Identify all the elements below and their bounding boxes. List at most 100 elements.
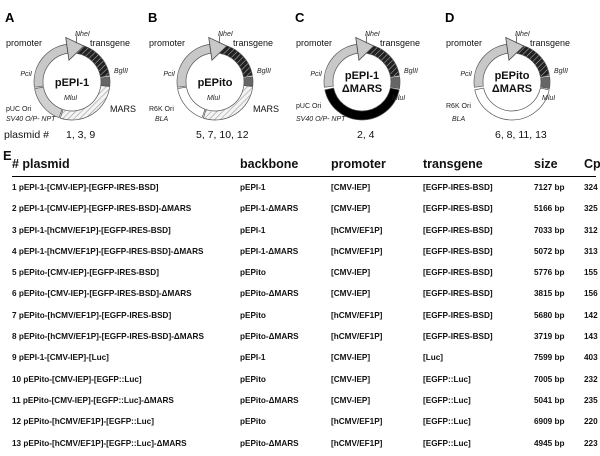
plasmid-numbers-a: 1, 3, 9 [66, 129, 96, 141]
cell-plasmid: 1 pEPI-1-[CMV-IEP]-[EGFP-IRES-BSD] [12, 183, 159, 192]
cell-backbone: pEPI-1 [240, 183, 266, 192]
header-backbone: backbone [240, 157, 299, 171]
cell-size: 6909 bp [534, 417, 565, 427]
cell-plasmid: 2 pEPI-1-[CMV-IEP]-[EGFP-IRES-BSD]-ΔMARS [12, 204, 192, 214]
map-label-promoter: promoter [149, 38, 185, 48]
cell-plasmid: 12 pEPito-[hCMV/EF1P]-[EGFP::Luc] [12, 417, 154, 427]
cell-cpgs: 313 [584, 246, 598, 256]
map-label-promoter: promoter [296, 38, 332, 48]
map-label-transgene: transgene [530, 38, 570, 48]
plasmid-number-label: plasmid # [4, 129, 49, 141]
map-label-transgene: transgene [380, 38, 420, 48]
plasmid-name: ΔMARS [492, 83, 532, 95]
header-plasmid: # plasmid [12, 157, 70, 171]
mars-segment [202, 85, 254, 121]
site-tick [75, 34, 78, 44]
table-row: 6 pEPito-[CMV-IEP]-[EGFP-IRES-BSD]-ΔMARS… [12, 283, 598, 304]
cell-cpgs: 232 [584, 374, 598, 384]
plasmid-name: ΔMARS [342, 83, 382, 95]
map-label-promoter: promoter [446, 38, 482, 48]
cell-size: 5041 bp [534, 395, 565, 405]
polyA-segment [540, 76, 551, 90]
cell-size: 5776 bp [534, 268, 565, 278]
plasmid-name: pEPI-1 [55, 77, 89, 89]
cell-transgene: [EGFP-IRES-BSD] [423, 310, 493, 320]
cell-size: 7127 bp [534, 183, 565, 192]
cell-backbone: pEPito-ΔMARS [240, 332, 299, 342]
cell-promoter: [CMV-IEP] [331, 289, 371, 299]
map-label-mlui: MluI [64, 95, 77, 102]
cell-transgene: [EGFP-IRES-BSD] [423, 268, 493, 278]
cell-cpgs: 312 [584, 225, 598, 235]
map-label-mlui: MluI [392, 95, 405, 102]
panel-letter: C [295, 10, 305, 25]
cell-size: 7599 bp [534, 353, 565, 363]
table-header-row: # plasmid backbone promoter transgene si… [12, 155, 600, 177]
table-row: 3 pEPI-1-[hCMV/EF1P]-[EGFP-IRES-BSD] pEPI… [12, 220, 598, 241]
header-transgene: transgene [423, 157, 483, 171]
cell-cpgs: 220 [584, 417, 598, 427]
map-label-bglii: BglII [257, 68, 271, 75]
cell-promoter: [hCMV/EF1P] [331, 438, 383, 448]
map-label-top: NheI [75, 31, 90, 38]
transgene-segment [219, 44, 253, 78]
cell-promoter: [CMV-IEP] [331, 353, 371, 363]
map-label-bla: BLA [452, 116, 466, 123]
plasmid-name: pEPito [198, 77, 233, 89]
cell-backbone: pEPI-1 [240, 225, 266, 235]
cell-backbone: pEPito-ΔMARS [240, 395, 299, 405]
cell-size: 7033 bp [534, 225, 565, 235]
cell-size: 5072 bp [534, 246, 565, 256]
promoter-arrow-icon [505, 36, 525, 62]
map-label-mars: MARS [253, 104, 279, 114]
cell-transgene: [EGFP-IRES-BSD] [423, 225, 493, 235]
header-size: size [534, 157, 558, 171]
cell-backbone: pEPI-1-ΔMARS [240, 246, 299, 256]
cell-promoter: [hCMV/EF1P] [331, 310, 383, 320]
map-label-promoter: promoter [6, 38, 42, 48]
cell-plasmid: 4 pEPI-1-[hCMV/EF1P]-[EGFP-IRES-BSD]-ΔMA… [12, 246, 204, 256]
table-row: 7 pEPito-[hCMV/EF1P]-[EGFP-IRES-BSD]pEPi… [12, 305, 598, 326]
cell-plasmid: 7 pEPito-[hCMV/EF1P]-[EGFP-IRES-BSD] [12, 310, 172, 320]
map-label-mlui: MluI [207, 95, 220, 102]
plasmid-numbers-c: 2, 4 [357, 129, 375, 141]
map-label-pcil: PciI [20, 71, 32, 78]
map-label-top: NheI [515, 31, 530, 38]
polyA-segment [100, 76, 111, 87]
map-label-mlui: MluI [542, 95, 555, 102]
map-label-ori: pUC Ori [6, 106, 32, 113]
cell-cpgs: 223 [584, 438, 598, 448]
cell-transgene: [EGFP-IRES-BSD] [423, 183, 493, 192]
map-label-pcil: PciI [163, 71, 175, 78]
cell-backbone: pEPI-1-ΔMARS [240, 204, 299, 214]
map-label-top: NheI [218, 31, 233, 38]
cell-plasmid: 10 pEPito-[CMV-IEP]-[EGFP::Luc] [12, 374, 142, 384]
table-row: 12 pEPito-[hCMV/EF1P]-[EGFP::Luc]pEPito[… [12, 411, 598, 432]
backbone-segment [324, 87, 400, 121]
map-label-bla: BLA [155, 116, 169, 123]
map-label-bglii: BglII [554, 68, 568, 75]
map-label-transgene: transgene [90, 38, 130, 48]
cell-transgene: [EGFP::Luc] [423, 374, 471, 384]
promoter-arrow-icon [65, 36, 85, 62]
table-row: 2 pEPI-1-[CMV-IEP]-[EGFP-IRES-BSD]-ΔMARS… [12, 198, 598, 219]
transgene-segment [516, 44, 550, 78]
cell-backbone: pEPito-ΔMARS [240, 289, 299, 299]
cell-promoter: [hCMV/EF1P] [331, 417, 383, 427]
map-label-ori: R6K Ori [149, 106, 174, 113]
promoter-arrow-icon [355, 36, 375, 62]
plasmid-numbers-b: 5, 7, 10, 12 [196, 129, 249, 141]
table-row: 9 pEPI-1-[CMV-IEP]-[Luc]pEPI-1[CMV-IEP][… [12, 347, 598, 368]
table-row: 8 pEPito-[hCMV/EF1P]-[EGFP-IRES-BSD]-ΔMA… [12, 326, 598, 347]
cell-transgene: [EGFP::Luc] [423, 417, 471, 427]
cell-plasmid: 6 pEPito-[CMV-IEP]-[EGFP-IRES-BSD]-ΔMARS [12, 289, 192, 299]
cell-transgene: [EGFP-IRES-BSD] [423, 204, 493, 214]
map-label-mars: MARS [110, 104, 136, 114]
cell-plasmid: 3 pEPI-1-[hCMV/EF1P]-[EGFP-IRES-BSD] [12, 225, 171, 235]
map-label-pcil: PciI [310, 71, 322, 78]
map-label-sv40: SV40 O/P- NPT [6, 116, 56, 123]
